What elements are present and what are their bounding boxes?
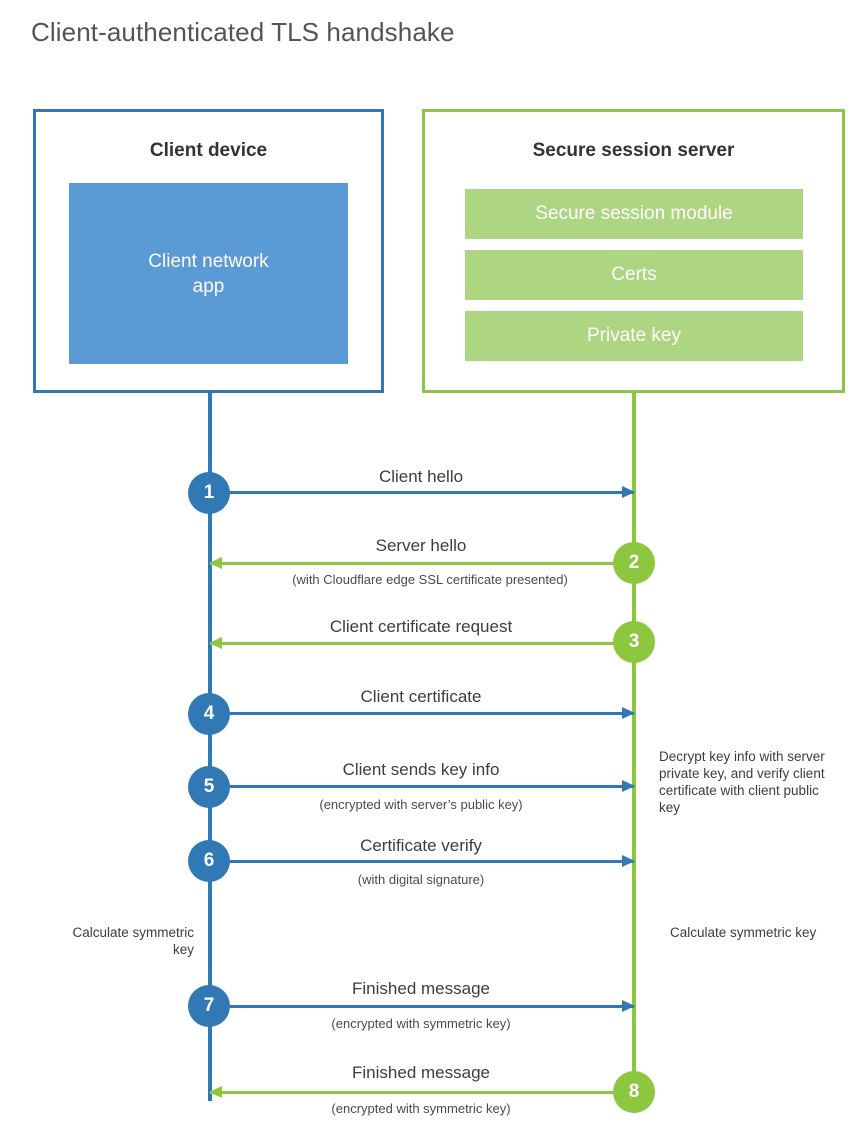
arrow-head-icon	[622, 780, 635, 792]
step-7-marker[interactable]: 7	[188, 985, 230, 1027]
step-4-arrow	[210, 707, 635, 719]
step-3-marker[interactable]: 3	[613, 621, 655, 663]
note-decrypt-and-verify: Decrypt key info with server private key…	[659, 749, 825, 815]
step-8-sublabel: (encrypted with symmetric key)	[331, 1101, 511, 1116]
arrow-head-icon	[622, 855, 635, 867]
step-5-marker[interactable]: 5	[188, 766, 230, 808]
step-4-label: Client certificate	[360, 687, 482, 706]
client-network-app-block: Client network app	[69, 183, 348, 364]
step-5-label: Client sends key info	[342, 760, 500, 779]
step-1-marker[interactable]: 1	[188, 472, 230, 514]
step-4-marker[interactable]: 4	[188, 693, 230, 735]
step-7-sublabel: (encrypted with symmetric key)	[331, 1016, 511, 1031]
step-8-arrow	[209, 1086, 634, 1098]
step-5-sublabel: (encrypted with server’s public key)	[319, 797, 523, 812]
note-server-calculate-symmetric-key: Calculate symmetric key	[670, 925, 817, 940]
step-6-label: Certificate verify	[360, 836, 482, 855]
secure-session-server-title: Secure session server	[532, 140, 735, 161]
client-network-app-label: Client network app	[148, 250, 269, 297]
step-3-arrow	[209, 637, 634, 649]
note-client-calculate-symmetric-key: Calculate symmetric key	[72, 925, 194, 957]
step-7-arrow	[210, 1000, 635, 1012]
client-device-title: Client device	[149, 140, 268, 161]
client-lifeline	[208, 391, 212, 1101]
arrow-head-icon	[622, 486, 635, 498]
step-6-sublabel: (with digital signature)	[357, 872, 485, 887]
step-1-arrow	[210, 486, 635, 498]
step-1-label: Client hello	[378, 467, 464, 486]
arrow-head-icon	[209, 557, 222, 569]
server-component-certs: Certs	[465, 250, 803, 300]
page-title: Client-authenticated TLS handshake	[31, 17, 455, 47]
server-component-private-key: Private key	[465, 311, 803, 361]
step-8-marker[interactable]: 8	[613, 1071, 655, 1113]
arrow-head-icon	[622, 707, 635, 719]
secure-session-server-box: Secure session server Secure session mod…	[422, 109, 845, 393]
server-lifeline	[632, 391, 636, 1093]
step-2-label: Server hello	[375, 536, 467, 555]
step-6-arrow	[210, 855, 635, 867]
step-6-marker[interactable]: 6	[188, 840, 230, 882]
step-2-marker[interactable]: 2	[613, 542, 655, 584]
arrow-head-icon	[209, 1086, 222, 1098]
step-7-label: Finished message	[352, 979, 490, 998]
step-2-sublabel: (with Cloudflare edge SSL certificate pr…	[292, 572, 568, 587]
step-3-label: Client certificate request	[329, 617, 513, 636]
step-2-arrow	[209, 557, 634, 569]
server-component-secure-session-module: Secure session module	[465, 189, 803, 239]
client-device-box: Client device Client network app	[33, 109, 384, 393]
step-5-arrow	[210, 780, 635, 792]
arrow-head-icon	[209, 637, 222, 649]
step-8-label: Finished message	[352, 1063, 490, 1082]
arrow-head-icon	[622, 1000, 635, 1012]
